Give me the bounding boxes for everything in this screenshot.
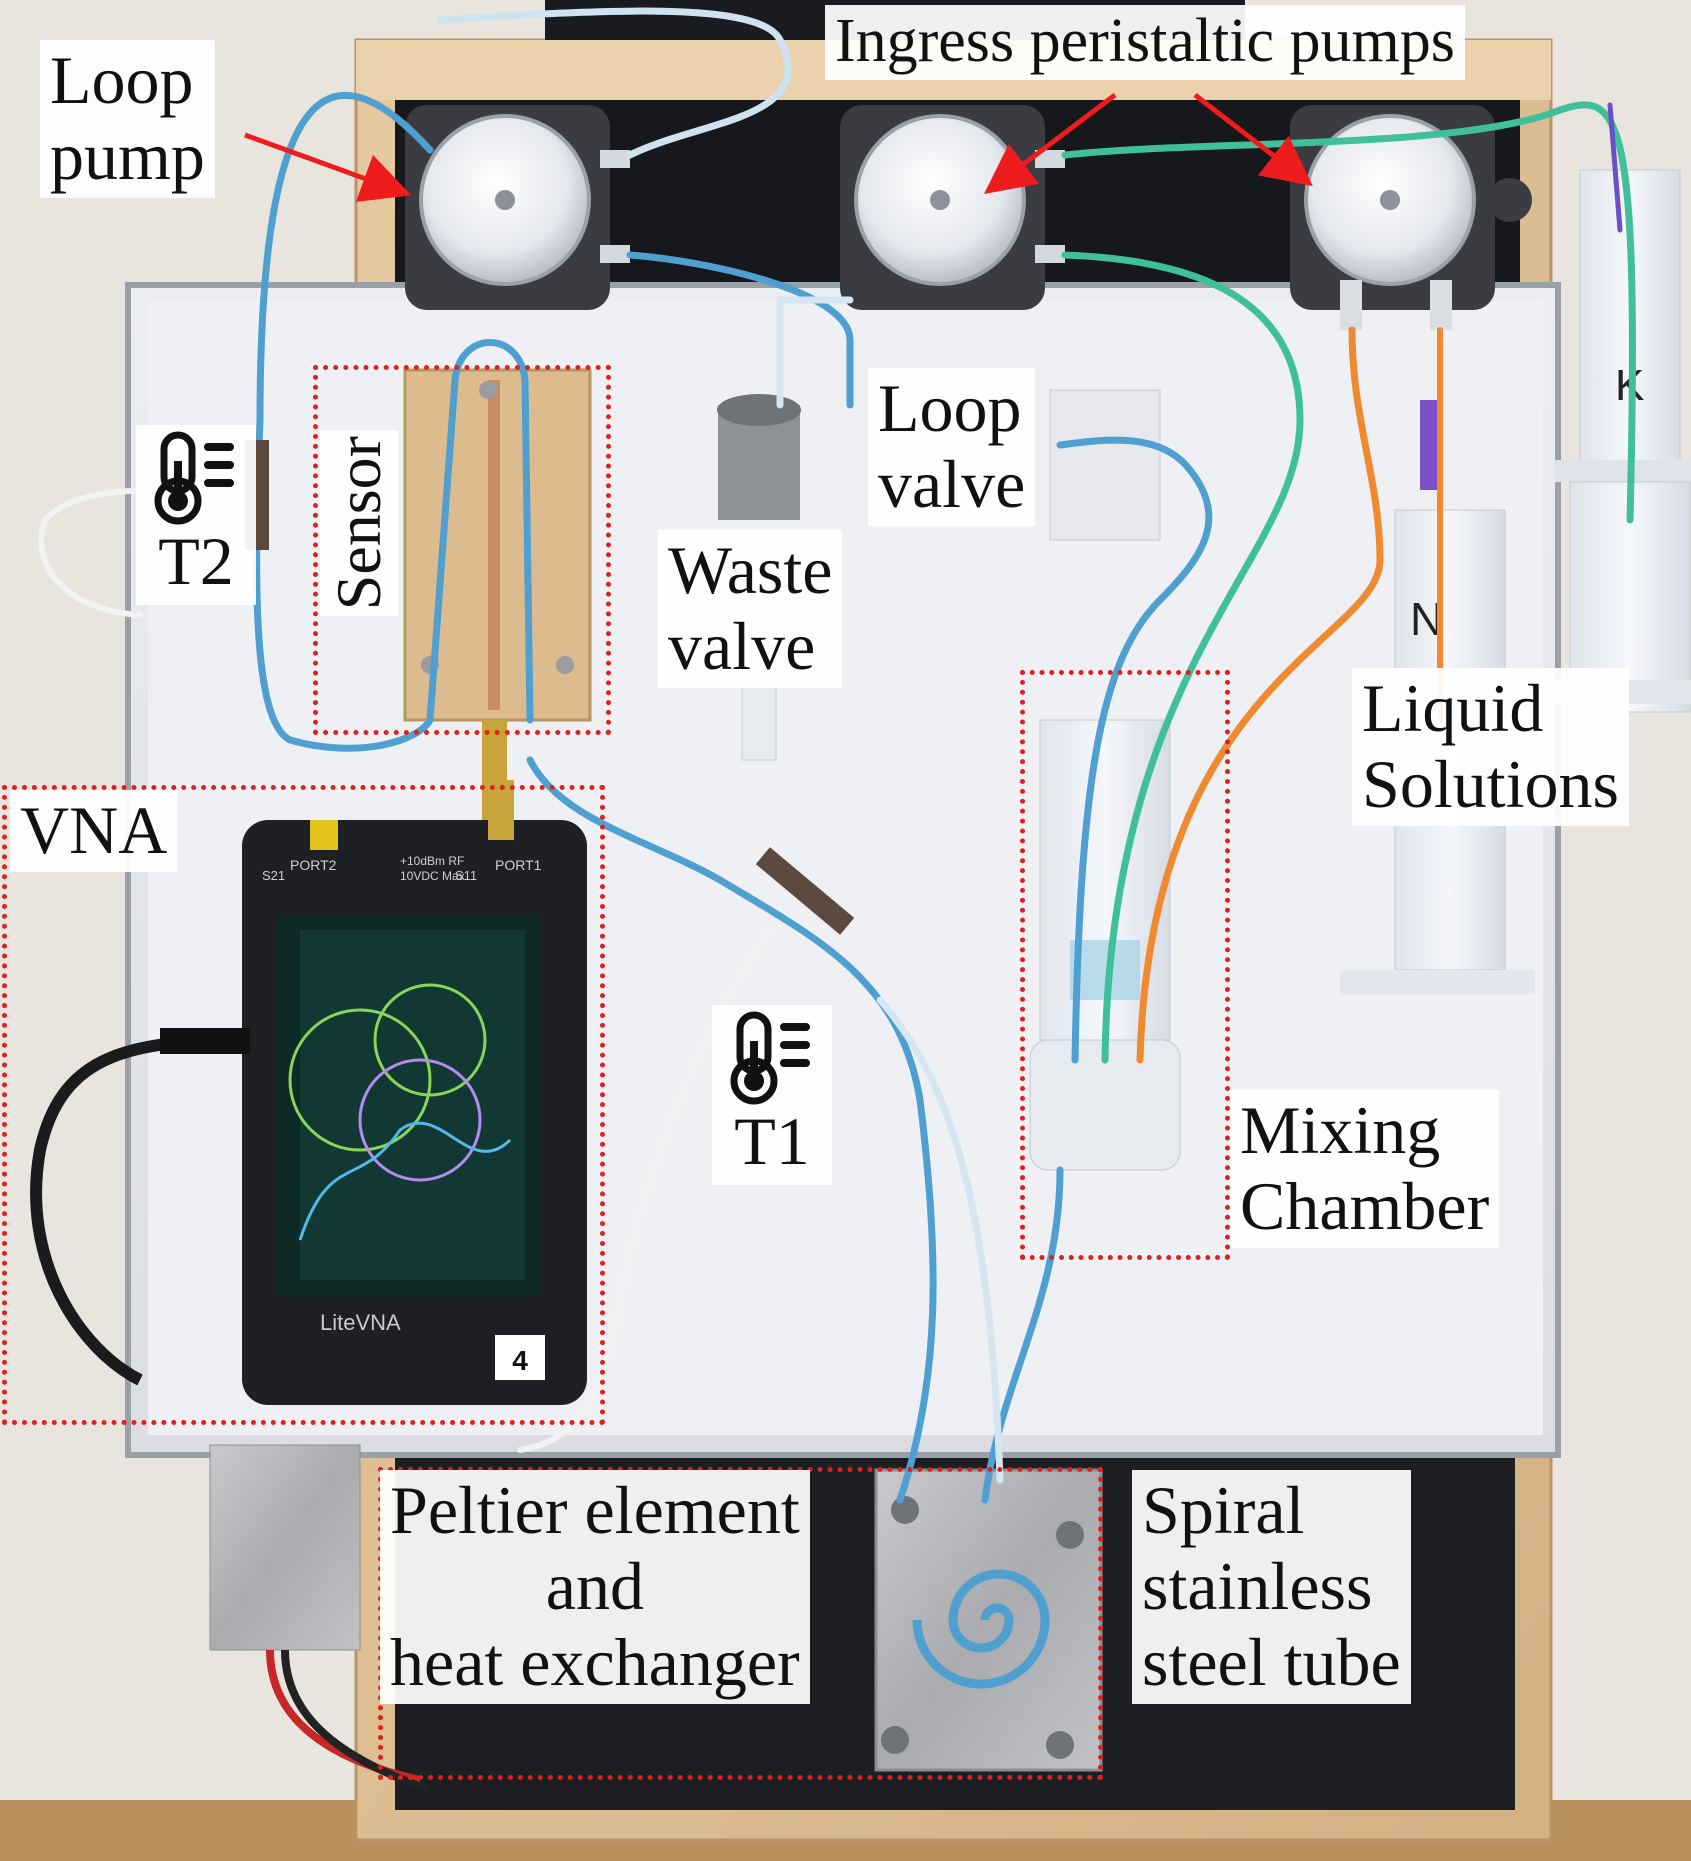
port1-label: PORT1 xyxy=(495,857,542,873)
ingress-pumps-label: Ingress peristaltic pumps xyxy=(825,5,1465,81)
waste-valve-label-line2: valve xyxy=(668,608,816,685)
peltier-label: Peltier element and heat exchanger xyxy=(380,1470,810,1705)
mixing-chamber-body xyxy=(1029,719,1181,1171)
t1-label: T1 xyxy=(734,1103,810,1179)
peltier-label-line1: Peltier element xyxy=(390,1472,800,1548)
spiral-label-line2: stainless xyxy=(1142,1548,1373,1625)
waste-valve-label: Waste valve xyxy=(658,530,843,689)
rating-label: +10dBm RF xyxy=(400,854,464,868)
loop-pump xyxy=(405,105,630,310)
pointer-arrows xyxy=(244,93,1313,202)
loop-pump-label-line2: pump xyxy=(50,118,205,195)
thermometer-icon xyxy=(154,431,234,525)
spiral-label-line1: Spiral xyxy=(1142,1472,1305,1548)
ingress-pump-2 xyxy=(1290,105,1532,330)
s21-label: S21 xyxy=(262,868,285,883)
t2-label: T2 xyxy=(158,523,234,599)
port2-label: PORT2 xyxy=(290,857,337,873)
waste-valve-label-line1: Waste xyxy=(668,532,833,608)
t2-tag: T2 xyxy=(136,425,256,606)
spiral-label: Spiral stainless steel tube xyxy=(1132,1470,1411,1705)
rating2-label: 10VDC Max xyxy=(400,869,465,883)
loop-valve-label: Loop valve xyxy=(868,368,1036,527)
loop-pump-label-line1: Loop xyxy=(50,42,194,118)
liquid-solutions-label: Liquid Solutions xyxy=(1352,668,1629,827)
vna-label: VNA xyxy=(10,790,178,873)
power-supply xyxy=(209,1444,361,1651)
vna-badge: 4 xyxy=(512,1345,528,1376)
mixing-chamber-label-line1: Mixing xyxy=(1240,1092,1441,1168)
loop-valve-body xyxy=(1049,389,1161,541)
waste-valve-body xyxy=(717,394,801,761)
loop-pump-label: Loop pump xyxy=(40,40,215,199)
loop-valve-label-line2: valve xyxy=(878,446,1026,523)
vna-brand: LiteVNA xyxy=(320,1310,401,1335)
spiral-label-line3: steel tube xyxy=(1142,1624,1401,1701)
peltier-label-line2: and xyxy=(545,1548,644,1625)
s11-label: S11 xyxy=(455,868,477,883)
ingress-pump-1 xyxy=(840,105,1065,310)
mixing-chamber-label-line2: Chamber xyxy=(1240,1168,1490,1245)
vna-device: 4 PORT2 PORT1 +10dBm RF 10VDC Max S21 S1… xyxy=(242,780,587,1405)
loop-valve-label-line1: Loop xyxy=(878,370,1022,446)
sensor-label: Sensor xyxy=(320,430,398,617)
liquid-solutions-label-line1: Liquid xyxy=(1362,670,1544,746)
liquid-solutions-label-line2: Solutions xyxy=(1362,746,1619,823)
t1-tag: T1 xyxy=(712,1005,832,1186)
mixing-chamber-label: Mixing Chamber xyxy=(1230,1090,1500,1249)
peltier-label-line3: heat exchanger xyxy=(390,1624,800,1701)
peltier-plate xyxy=(874,1468,1103,1772)
thermometer-icon xyxy=(730,1011,810,1105)
